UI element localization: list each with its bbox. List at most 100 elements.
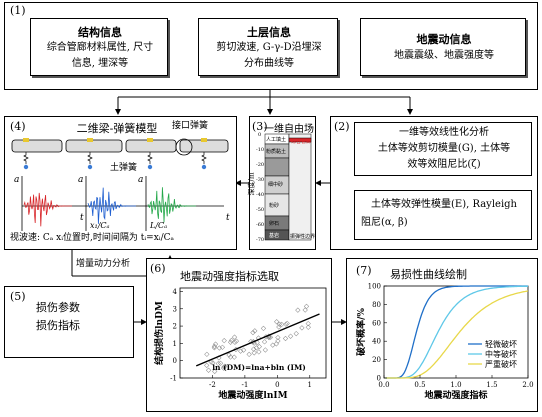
scatter-point <box>295 307 301 313</box>
y-axis-label: 破坏概率/% <box>355 308 367 356</box>
equivalent-linear-box: 一维等效线性化分析 土体等效剪切模量(G), 土体等 效等效阻尼比(ζ) <box>354 122 532 176</box>
svg-text:-60: -60 <box>256 222 264 228</box>
svg-text:振弹性边界: 振弹性边界 <box>290 233 315 240</box>
joint-spring-label: 接口弹簧 <box>172 121 209 131</box>
scatter-point <box>204 362 210 368</box>
svg-text:粉质黏土: 粉质黏土 <box>266 148 286 155</box>
apparent-wave-speed-note: 视波速: Cₐ xᵢ位置时,时间间隔为 tᵢ=xᵢ/Cₐ <box>10 233 174 243</box>
elastic-modulus-box: 土体等效弹性模量(E), Rayleigh 阻尼(α, β) <box>354 190 532 240</box>
ground-motion-wave-green <box>147 187 196 223</box>
soil-column-diagram: 0 -10 -20 -30 -40 -50 -60 -70 人工填土 粉质黏土 … <box>256 132 315 243</box>
scatter-point <box>221 364 227 370</box>
section-5-number: (5) <box>10 290 26 303</box>
scatter-point <box>210 360 216 366</box>
x-tick-label: 1.5 <box>486 381 497 389</box>
equivalent-linear-line-1: 一维等效线性化分析 <box>399 127 489 138</box>
beam-segment <box>65 139 123 153</box>
beam-spring-model-title: 二维梁-弹簧模型 <box>76 122 158 135</box>
structure-info-line-1: 综合管廊材料属性, 尺寸 <box>46 42 154 53</box>
y-tick-label: 100 <box>368 283 381 291</box>
fragility-curve-title: 易损性曲线绘制 <box>390 268 467 281</box>
y-axis-label: 结构损伤lnDM <box>153 301 165 365</box>
scatter-point <box>261 339 268 345</box>
svg-text:-40: -40 <box>256 192 264 198</box>
joint-spring-circle <box>175 138 193 156</box>
scatter-point <box>302 307 308 313</box>
equivalent-linear-line-2: 土体等效剪切模量(G), 土体等 <box>377 143 511 154</box>
structure-info-line-2: 信息, 埋深等 <box>71 58 129 69</box>
section-6-number: (6) <box>150 262 166 275</box>
scatter-point <box>283 321 289 327</box>
fit-line <box>195 313 320 367</box>
structure-info-title: 结构信息 <box>78 26 122 39</box>
ground-motion-info-line-1: 地震震级、地震强度等 <box>394 50 494 61</box>
x-axis-label: 地震动强度指标 <box>424 389 487 401</box>
scatter-point <box>246 351 252 358</box>
scatter-point <box>299 325 305 331</box>
scatter-point <box>275 338 281 344</box>
regression-equation: ln (DM)=lna+bln (IM) <box>212 363 306 372</box>
y-tick-label: 2 <box>173 323 177 331</box>
scatter-point <box>305 324 311 330</box>
section-7-number: (7) <box>356 264 372 277</box>
y-tick-label: 60 <box>372 319 381 327</box>
section-2-number: (2) <box>334 120 350 133</box>
scatter-point <box>237 348 244 354</box>
equivalent-linear-line-3: 效等效阻尼比(ζ) <box>407 159 481 170</box>
scatter-point <box>211 343 218 350</box>
scatter-point <box>204 351 210 357</box>
y-tick-label: 1 <box>173 340 177 348</box>
scatter-point <box>275 334 281 341</box>
damage-index-label: 损伤指标 <box>36 319 80 332</box>
scatter-point <box>262 347 268 353</box>
scatter-point <box>220 365 227 371</box>
x-tick-label: -2 <box>209 381 216 389</box>
scatter-point <box>251 350 257 356</box>
x-tick-label: 1 <box>308 381 312 389</box>
elastic-modulus-line-1: 土体等效弹性模量(E), Rayleigh <box>371 199 517 210</box>
structure-info-box: 结构信息 综合管廊材料属性, 尺寸 信息, 埋深等 <box>30 18 168 76</box>
section-1-number: (1) <box>10 4 26 17</box>
tick-l-over-c: L/Cₐ <box>149 221 167 230</box>
free-field-title: 一维自由场 <box>264 124 314 135</box>
section-7-frame <box>346 258 538 412</box>
scatter-point <box>256 344 262 350</box>
y-tick-label: 40 <box>372 338 381 346</box>
x-tick-label: 0.5 <box>414 381 425 389</box>
axis-t-label-2: t <box>226 213 230 223</box>
beam-segment <box>11 139 63 153</box>
soil-info-line-1: 剪切波速, G-γ-D沿埋深 <box>216 42 322 53</box>
ground-motion-info-box: 地震动信息 地震震级、地震强度等 <box>360 18 526 76</box>
y-tick-label: 0 <box>377 375 381 383</box>
svg-text:-50: -50 <box>256 207 264 213</box>
ground-motion-wave-red <box>23 192 72 227</box>
section-3-number: (3) <box>252 120 268 133</box>
soil-info-box: 土层信息 剪切波速, G-γ-D沿埋深 分布曲线等 <box>198 18 338 76</box>
soil-springs <box>23 152 207 164</box>
wave-axes <box>21 176 224 231</box>
svg-text:综合管廊: 综合管廊 <box>291 138 311 145</box>
svg-text:粉砂: 粉砂 <box>269 202 279 209</box>
legend-entry: 严重破坏 <box>485 359 517 369</box>
svg-text:-70: -70 <box>256 237 264 243</box>
x-tick-label: -1 <box>241 381 248 389</box>
scatter-point <box>303 303 310 310</box>
legend-entry: 轻微破坏 <box>485 339 517 349</box>
legend-entry: 中等破坏 <box>485 349 517 359</box>
layer-labels: 人工填土 粉质黏土 细中砂 粉砂 卵石 基岩 综合管廊 振弹性边界 <box>266 136 315 240</box>
scatter-point <box>253 345 259 351</box>
scatter-point <box>270 342 276 348</box>
axis-t-label-1: t <box>80 213 84 223</box>
svg-text:人工填土: 人工填土 <box>266 136 286 143</box>
scatter-point <box>216 345 222 351</box>
svg-text:卵石: 卵石 <box>269 220 279 227</box>
svg-text:-20: -20 <box>256 162 264 168</box>
y-tick-label: 20 <box>372 356 381 364</box>
section-4-number: (4) <box>10 120 26 133</box>
scatter-point <box>293 330 299 337</box>
scatter-point <box>256 349 262 355</box>
section-4-frame <box>4 116 237 250</box>
y-tick-label: 80 <box>372 301 381 309</box>
section-5-frame <box>4 286 134 358</box>
